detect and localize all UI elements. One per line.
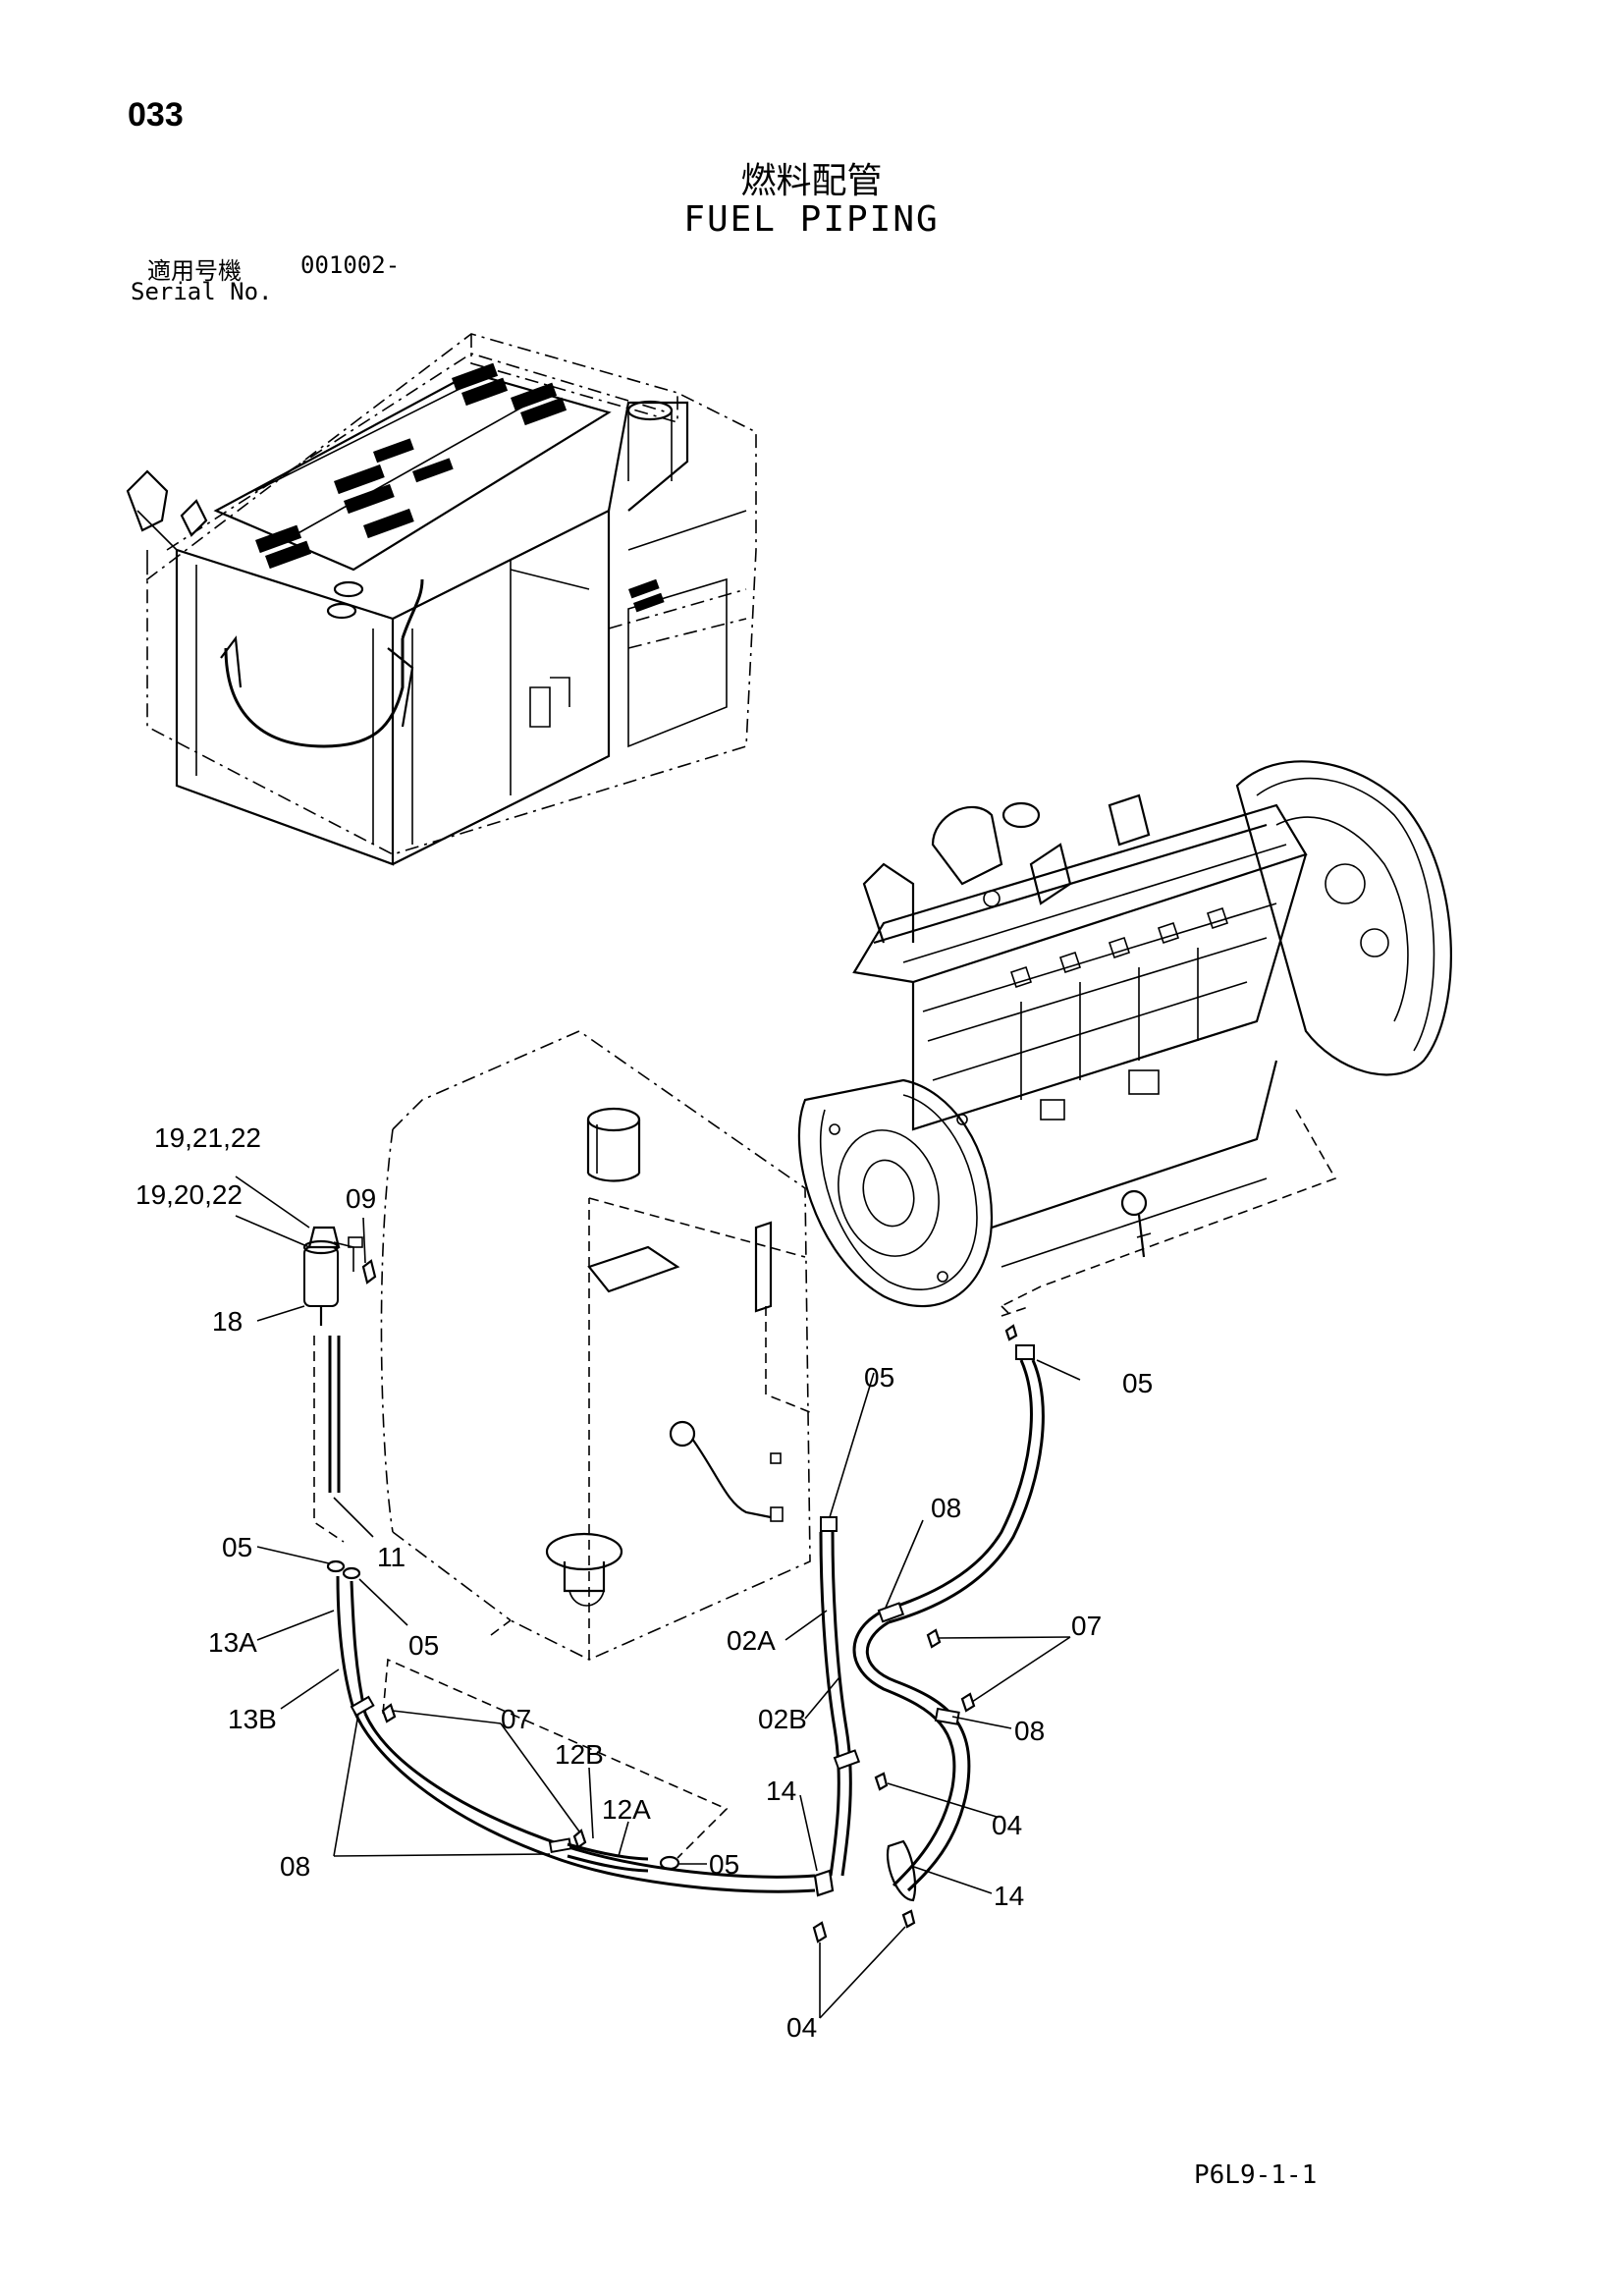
page-number: 033: [128, 96, 184, 134]
callout-19-20-22: 19,20,22: [135, 1179, 243, 1210]
callout-07-left: 07: [501, 1704, 531, 1734]
callout-08-upper-right: 08: [931, 1493, 961, 1523]
callout-13b: 13B: [228, 1704, 277, 1734]
callout-04-bottom: 04: [786, 2012, 817, 2043]
callout-12b: 12B: [555, 1739, 604, 1770]
machine-overview-illustration: [126, 333, 757, 866]
callout-12a: 12A: [602, 1794, 651, 1825]
callout-14-left: 14: [766, 1776, 796, 1806]
serial-value: 001002-: [300, 251, 401, 279]
callout-14-right: 14: [994, 1881, 1024, 1911]
callout-11: 11: [377, 1542, 406, 1572]
callout-05-left-clamp: 05: [408, 1630, 439, 1661]
fuel-filter-and-hoses: [302, 1226, 835, 1897]
callout-05-right-engine: 05: [1122, 1368, 1153, 1398]
callout-18: 18: [212, 1306, 243, 1337]
callout-08-left: 08: [280, 1851, 310, 1882]
callout-08-right: 08: [1014, 1716, 1045, 1746]
callout-04-right: 04: [992, 1810, 1022, 1840]
leader-lines: [235, 1175, 1081, 2019]
callout-05-upper-left: 05: [222, 1532, 252, 1562]
page-title-jp: 燃料配管: [740, 161, 883, 201]
callout-05-right-upper: 05: [864, 1362, 894, 1393]
callout-07-right: 07: [1071, 1611, 1102, 1641]
page-title-en: FUEL PIPING: [683, 199, 940, 240]
callout-09: 09: [346, 1183, 376, 1214]
serial-label-en: Serial No.: [131, 278, 273, 305]
serial-label-jp: 適用号機: [147, 257, 242, 285]
callout-19-21-22: 19,21,22: [154, 1122, 261, 1153]
callout-02b: 02B: [758, 1704, 807, 1734]
fuel-tank-illustration: [380, 1030, 816, 1661]
callout-02a: 02A: [727, 1625, 776, 1656]
callout-05-lower: 05: [709, 1849, 739, 1880]
engine-illustration: [797, 760, 1452, 1317]
document-code: P6L9-1-1: [1194, 2160, 1318, 2190]
callout-13a: 13A: [208, 1627, 257, 1658]
return-hoses: [812, 1305, 1045, 1943]
